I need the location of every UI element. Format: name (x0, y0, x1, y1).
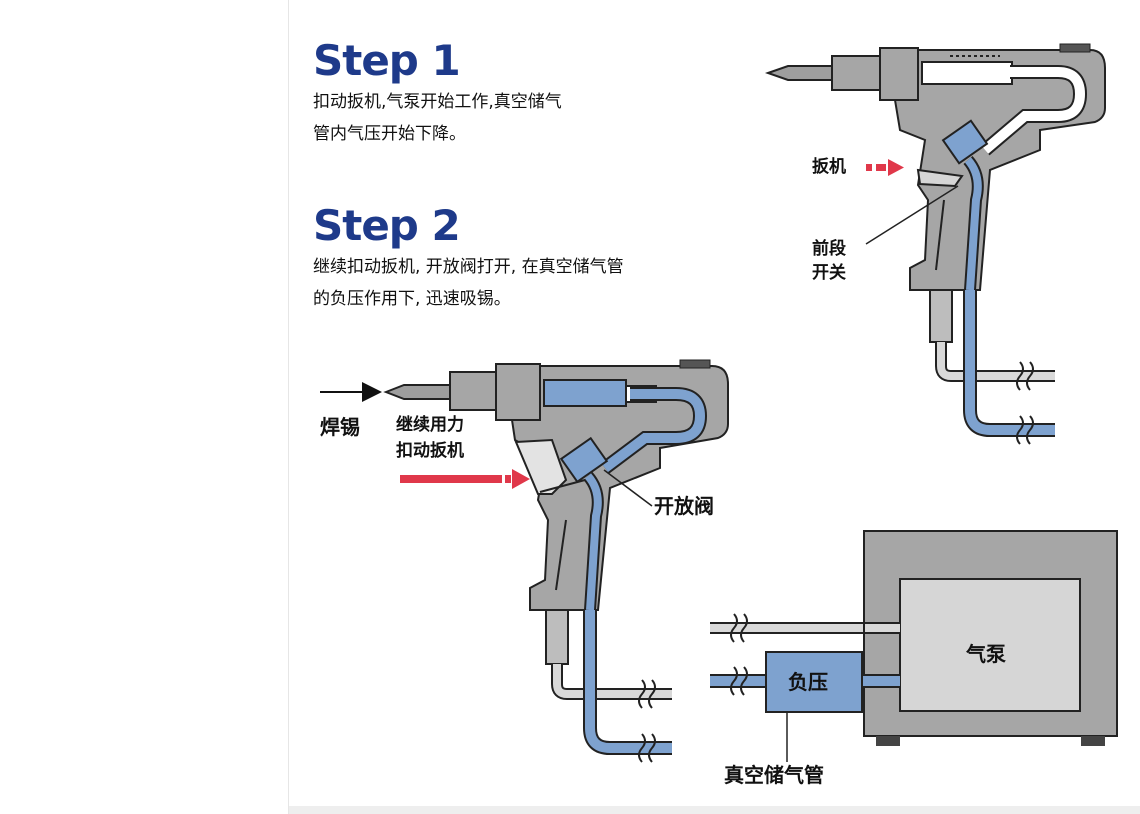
step2-description-line1: 继续扣动扳机, 开放阀打开, 在真空储气管 (313, 257, 624, 277)
label-solder: 焊锡 (320, 415, 360, 439)
step2-title: Step 2 (313, 201, 461, 250)
left-margin (0, 0, 288, 814)
label-pump: 气泵 (966, 642, 1006, 666)
gun-step1 (764, 43, 1106, 445)
vacuum-tank (765, 651, 863, 713)
pump-unit (710, 530, 1118, 762)
trigger-arrow-step2 (400, 469, 530, 489)
label-front-switch-1: 前段 (812, 239, 846, 259)
step1-description-line2: 管内气压开始下降。 (313, 124, 466, 144)
label-vacuum-tank: 真空储气管 (724, 763, 824, 787)
gun-body-step2 (510, 365, 729, 611)
step1-description-line1: 扣动扳机,气泵开始工作,真空储气 (313, 92, 562, 112)
step2-description-line2: 的负压作用下, 迅速吸锡。 (313, 289, 511, 309)
content-divider (288, 0, 289, 814)
pump-inner (899, 578, 1081, 712)
bottom-bar (289, 806, 1140, 814)
step1-title: Step 1 (313, 36, 461, 85)
label-keep-pulling-1: 继续用力 (396, 415, 464, 435)
label-open-valve: 开放阀 (654, 494, 714, 518)
label-negative-pressure: 负压 (788, 670, 828, 694)
front-switch-leader (865, 185, 959, 245)
label-trigger: 扳机 (812, 157, 846, 177)
trigger-arrow-step1 (866, 159, 904, 176)
label-keep-pulling-2: 扣动扳机 (396, 441, 464, 461)
gun-step2 (383, 359, 729, 763)
open-valve-leader (603, 469, 653, 507)
label-front-switch-2: 开关 (812, 263, 846, 283)
